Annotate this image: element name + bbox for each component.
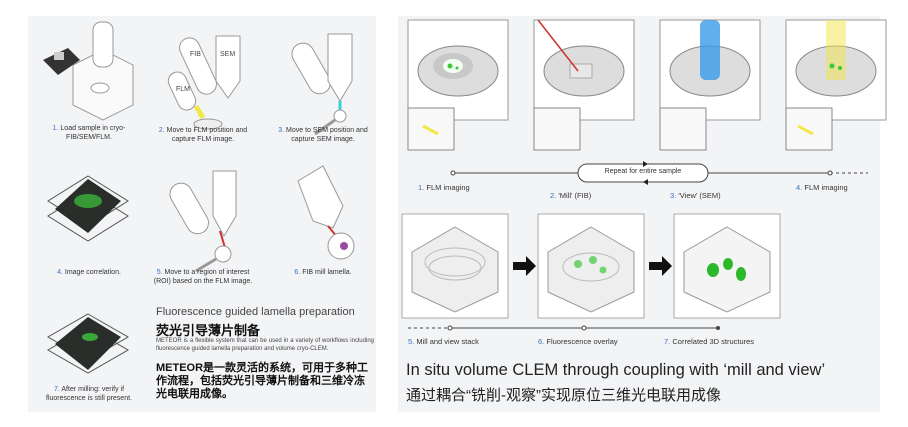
bottom-step-7: 7. Correlated 3D structures bbox=[664, 337, 754, 346]
beam-columns-sem-illustration bbox=[291, 33, 353, 136]
timeline-step-3: 3. 'View' (SEM) bbox=[670, 191, 721, 200]
step-number: 1. bbox=[418, 183, 425, 192]
step-text: FIB mill lamella. bbox=[302, 269, 352, 276]
step-number: 5. bbox=[156, 269, 163, 276]
step-text: Fluorescence overlay bbox=[546, 337, 618, 346]
section-title-zh: 通过耦合“铣削-观察”实现原位三维光电联用成像 bbox=[406, 387, 721, 404]
fib-mill-frame-2 bbox=[533, 19, 635, 151]
flm-imaging-frame-1 bbox=[407, 19, 509, 151]
step-text: FLM imaging bbox=[804, 183, 848, 192]
step-text: FLM imaging bbox=[426, 183, 470, 192]
step-number: 4. bbox=[57, 269, 63, 276]
roi-targeting-illustration bbox=[169, 170, 237, 273]
step-2-caption: 2. Move to FLM position and capture FLM … bbox=[148, 126, 258, 144]
step-5-caption: 5. Move to a region of interest (ROI) ba… bbox=[148, 268, 258, 286]
step-4-caption: 4. Image correlation. bbox=[34, 268, 144, 277]
arrow-icon bbox=[513, 256, 536, 276]
top-timeline bbox=[450, 161, 868, 185]
bottom-timeline bbox=[408, 325, 720, 331]
fib-milling-illustration bbox=[297, 165, 355, 260]
step-number: 3. bbox=[670, 191, 677, 200]
section-title-en: In situ volume CLEM through coupling wit… bbox=[406, 361, 826, 379]
description-zh: METEOR是一款灵活的系统，可用于多种工作流程，包括荧光引导薄片制备和三维冷冻… bbox=[156, 362, 369, 400]
step-1-caption: 1. Load sample in cryo-FIB/SEM/FLM. bbox=[34, 124, 144, 142]
timeline-step-4: 4. FLM imaging bbox=[796, 183, 848, 192]
microscope-chamber-illustration bbox=[43, 21, 134, 121]
step-6-caption: 6. FIB mill lamella. bbox=[268, 268, 378, 277]
post-milling-fluorescence-illustration bbox=[46, 313, 130, 374]
fluorescence-overlay-box bbox=[537, 213, 645, 319]
step-text: 'Mill' (FIB) bbox=[558, 191, 592, 200]
sem-view-frame-3 bbox=[659, 19, 761, 151]
step-text: Mill and view stack bbox=[416, 337, 479, 346]
step-text: Move to a region of interest (ROI) based… bbox=[153, 269, 253, 285]
sem-label: SEM bbox=[220, 51, 235, 58]
step-number: 6. bbox=[538, 337, 545, 346]
lamella-preparation-panel: 1. Load sample in cryo-FIB/SEM/FLM. FIB … bbox=[28, 16, 376, 412]
step-number: 4. bbox=[796, 183, 803, 192]
flm-imaging-frame-4 bbox=[785, 19, 887, 151]
section-title-en: Fluorescence guided lamella preparation bbox=[156, 306, 355, 318]
repeat-loop-label: Repeat for entire sample bbox=[604, 168, 682, 175]
arrow-icon bbox=[649, 256, 672, 276]
step-number: 1. bbox=[52, 125, 59, 132]
step-number: 2. bbox=[550, 191, 557, 200]
step-number: 7. bbox=[53, 386, 60, 393]
bottom-step-5: 5. Mill and view stack bbox=[408, 337, 479, 346]
flm-label: FLM bbox=[176, 86, 190, 93]
step-number: 3. bbox=[278, 127, 285, 134]
bottom-step-6: 6. Fluorescence overlay bbox=[538, 337, 618, 346]
step-text: After milling: verify if fluorescence is… bbox=[46, 386, 132, 402]
step-number: 5. bbox=[408, 337, 415, 346]
step-number: 7. bbox=[664, 337, 671, 346]
beam-columns-flm-illustration: FIB SEM FLM bbox=[167, 35, 241, 130]
step-text: 'View' (SEM) bbox=[678, 191, 721, 200]
step-7-caption: 7. After milling: verify if fluorescence… bbox=[34, 385, 144, 403]
mill-view-stack-box bbox=[401, 213, 509, 319]
correlated-3d-box bbox=[673, 213, 781, 319]
image-correlation-illustration bbox=[47, 175, 129, 242]
mill-view-sequence-illustrations bbox=[407, 19, 887, 151]
3d-reconstruction-illustrations bbox=[401, 213, 781, 319]
fib-label: FIB bbox=[190, 51, 201, 58]
description-en: METEOR is a flexible system that can be … bbox=[156, 338, 374, 352]
step-text: Image correlation. bbox=[64, 269, 121, 276]
step-text: Load sample in cryo-FIB/SEM/FLM. bbox=[60, 125, 126, 141]
step-number: 2. bbox=[158, 127, 165, 134]
step-text: Correlated 3D structures bbox=[672, 337, 755, 346]
timeline-step-2: 2. 'Mill' (FIB) bbox=[550, 191, 591, 200]
step-text: Move to SEM position and capture SEM ima… bbox=[286, 127, 368, 143]
volume-clem-panel: Repeat for entire sample 1. FLM imaging … bbox=[398, 16, 887, 412]
timeline-step-1: 1. FLM imaging bbox=[418, 183, 470, 192]
step-number: 6. bbox=[294, 269, 301, 276]
step-3-caption: 3. Move to SEM position and capture SEM … bbox=[268, 126, 378, 144]
section-title-zh: 荧光引导薄片制备 bbox=[156, 323, 261, 338]
step-text: Move to FLM position and capture FLM ima… bbox=[166, 127, 248, 143]
